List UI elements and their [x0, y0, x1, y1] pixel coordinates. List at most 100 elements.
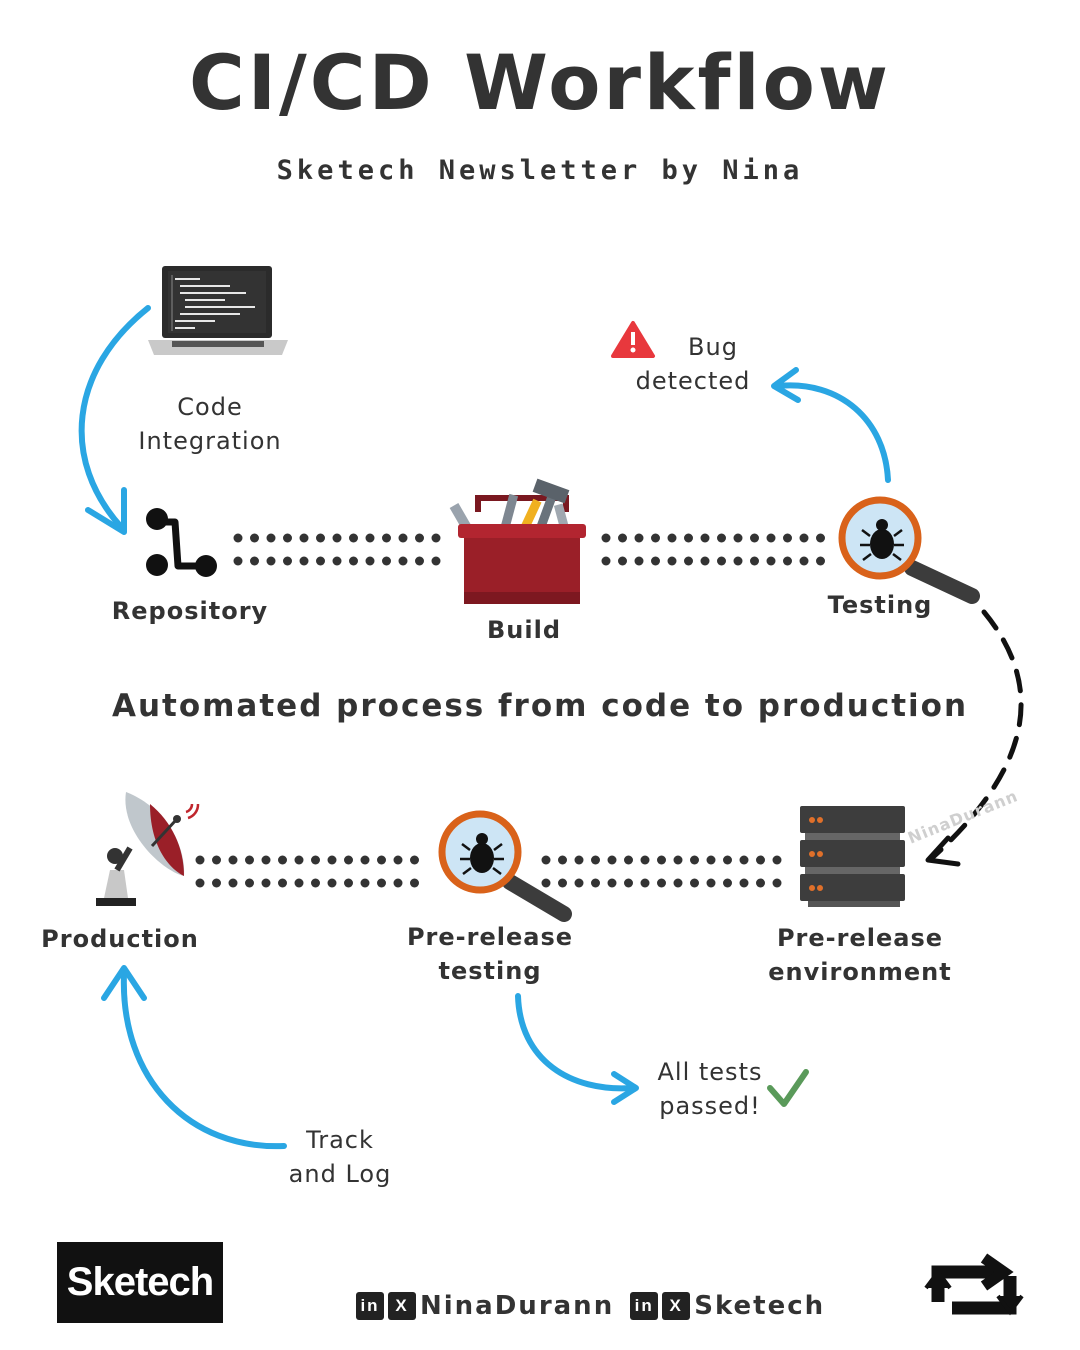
connector-testing-env-dot — [541, 855, 551, 865]
connector-build-testing-dot — [618, 533, 627, 543]
connector-production-testing-dot — [278, 855, 287, 865]
connector-testing-env-dot — [574, 878, 584, 888]
connector-build-testing-dot — [601, 556, 611, 566]
connector-repo-build-dot — [431, 533, 441, 543]
connector-repo-build-dot — [398, 556, 408, 566]
connector-testing-env-dot — [624, 855, 633, 865]
connector-build-testing-dot — [700, 533, 710, 543]
sketech-logo: Sketech — [57, 1242, 223, 1323]
connector-build-testing-dot — [634, 533, 644, 543]
connector-production-testing-dot — [377, 855, 386, 865]
connector-repo-build-dot — [431, 556, 441, 566]
connector-testing-env-dot — [541, 878, 551, 888]
connector-testing-env-dot — [640, 878, 650, 888]
connector-build-testing-dot — [733, 533, 743, 543]
connector-production-testing-dot — [245, 855, 254, 865]
connector-build-testing-dot — [766, 556, 776, 566]
page-subtitle: Sketech Newsletter by Nina — [276, 155, 804, 186]
connector-production-testing-dot — [327, 855, 337, 865]
connector-repo-build-dot — [283, 556, 292, 566]
connector-testing-env-dot — [706, 855, 716, 865]
connector-repo-build-dot — [349, 533, 358, 543]
connector-build-testing-dot — [750, 533, 759, 543]
page-title: CI/CD Workflow — [188, 38, 892, 127]
connector-production-testing-dot — [228, 878, 238, 888]
connector-build-testing-dot — [816, 533, 825, 543]
connector-testing-env-dot — [690, 878, 699, 888]
connector-build-testing-dot — [766, 533, 776, 543]
connector-repo-build-dot — [349, 556, 358, 566]
checkmark-icon — [767, 1069, 809, 1107]
tests-passed-line2: passed! — [659, 1092, 761, 1120]
code-integration-label: Code Integration — [110, 390, 310, 458]
footer-handle-nina[interactable]: NinaDurann — [420, 1291, 615, 1321]
tagline: Automated process from code to productio… — [111, 688, 969, 724]
track-log-label: Track and Log — [270, 1123, 410, 1191]
bug-detected-label: Bug detected — [618, 330, 768, 398]
connector-repo-build-dot — [365, 533, 375, 543]
connector-production-testing-dot — [311, 878, 320, 888]
pre-release-env-label: Pre-release environment — [740, 921, 980, 989]
satellite-dish-icon — [96, 792, 200, 906]
connector-repo-build-dot — [415, 533, 424, 543]
connector-testing-env-dot — [739, 878, 749, 888]
connector-production-testing-dot — [410, 855, 419, 865]
connector-repo-build-dot — [233, 533, 243, 543]
x-icon[interactable]: X — [388, 1292, 416, 1320]
connector-repo-build-dot — [283, 533, 292, 543]
connector-testing-env-dot — [756, 878, 765, 888]
connector-testing-env-dot — [574, 855, 584, 865]
connector-testing-env-dot — [772, 878, 782, 888]
connector-build-testing-dot — [799, 533, 809, 543]
connector-repo-build-dot — [332, 556, 342, 566]
connector-testing-env-dot — [690, 855, 699, 865]
connector-build-testing-dot — [667, 533, 677, 543]
toolbox-icon — [449, 478, 586, 604]
pre-release-testing-label: Pre-release testing — [380, 920, 600, 988]
connector-build-testing-dot — [651, 556, 660, 566]
connector-production-testing-dot — [261, 878, 271, 888]
warning-icon — [611, 321, 655, 358]
connector-production-testing-dot — [344, 855, 353, 865]
connector-production-testing-dot — [410, 878, 419, 888]
connector-production-testing-dot — [245, 878, 254, 888]
connector-testing-env-dot — [723, 878, 732, 888]
connector-testing-env-dot — [706, 878, 716, 888]
linkedin-icon[interactable]: in — [356, 1292, 384, 1320]
x-icon-2[interactable]: X — [662, 1292, 691, 1320]
connector-repo-build-dot — [250, 533, 259, 543]
connector-testing-env-dot — [591, 878, 600, 888]
connector-production-testing-dot — [327, 878, 337, 888]
pre-release-testing-line1: Pre-release — [406, 923, 574, 951]
bug-magnifier-icon — [838, 496, 980, 604]
track-log-line2: and Log — [288, 1160, 392, 1188]
connector-production-testing-dot — [393, 878, 403, 888]
connector-testing-env-dot — [657, 878, 666, 888]
connector-repo-build-dot — [233, 556, 243, 566]
connector-testing-env-dot — [756, 855, 765, 865]
footer-handles: in X NinaDurann in X Sketech — [356, 1288, 825, 1324]
connector-testing-env-dot — [558, 855, 567, 865]
connector-repo-build-dot — [266, 533, 276, 543]
connector-build-testing-dot — [783, 533, 792, 543]
connector-testing-env-dot — [673, 855, 683, 865]
connector-repo-build-dot — [398, 533, 408, 543]
build-label: Build — [486, 616, 561, 644]
connector-production-testing-dot — [261, 855, 271, 865]
connector-repo-build-dot — [299, 556, 309, 566]
repost-icon[interactable] — [924, 1253, 1024, 1316]
connector-production-testing-dot — [377, 878, 386, 888]
connector-build-testing-dot — [799, 556, 809, 566]
tests-passed-label: All tests passed! — [640, 1055, 780, 1123]
footer-handle-sketech[interactable]: Sketech — [694, 1291, 826, 1321]
linkedin-icon-2[interactable]: in — [630, 1292, 659, 1320]
connector-build-testing-dot — [700, 556, 710, 566]
connector-testing-env-dot — [723, 855, 732, 865]
connector-build-testing-dot — [667, 556, 677, 566]
connector-repo-build-dot — [316, 556, 325, 566]
git-branch-icon — [146, 508, 217, 577]
connector-repo-build-dot — [382, 556, 391, 566]
connector-repo-build-dot — [365, 556, 375, 566]
track-log-line1: Track — [306, 1126, 374, 1154]
connector-testing-env-dot — [772, 855, 782, 865]
